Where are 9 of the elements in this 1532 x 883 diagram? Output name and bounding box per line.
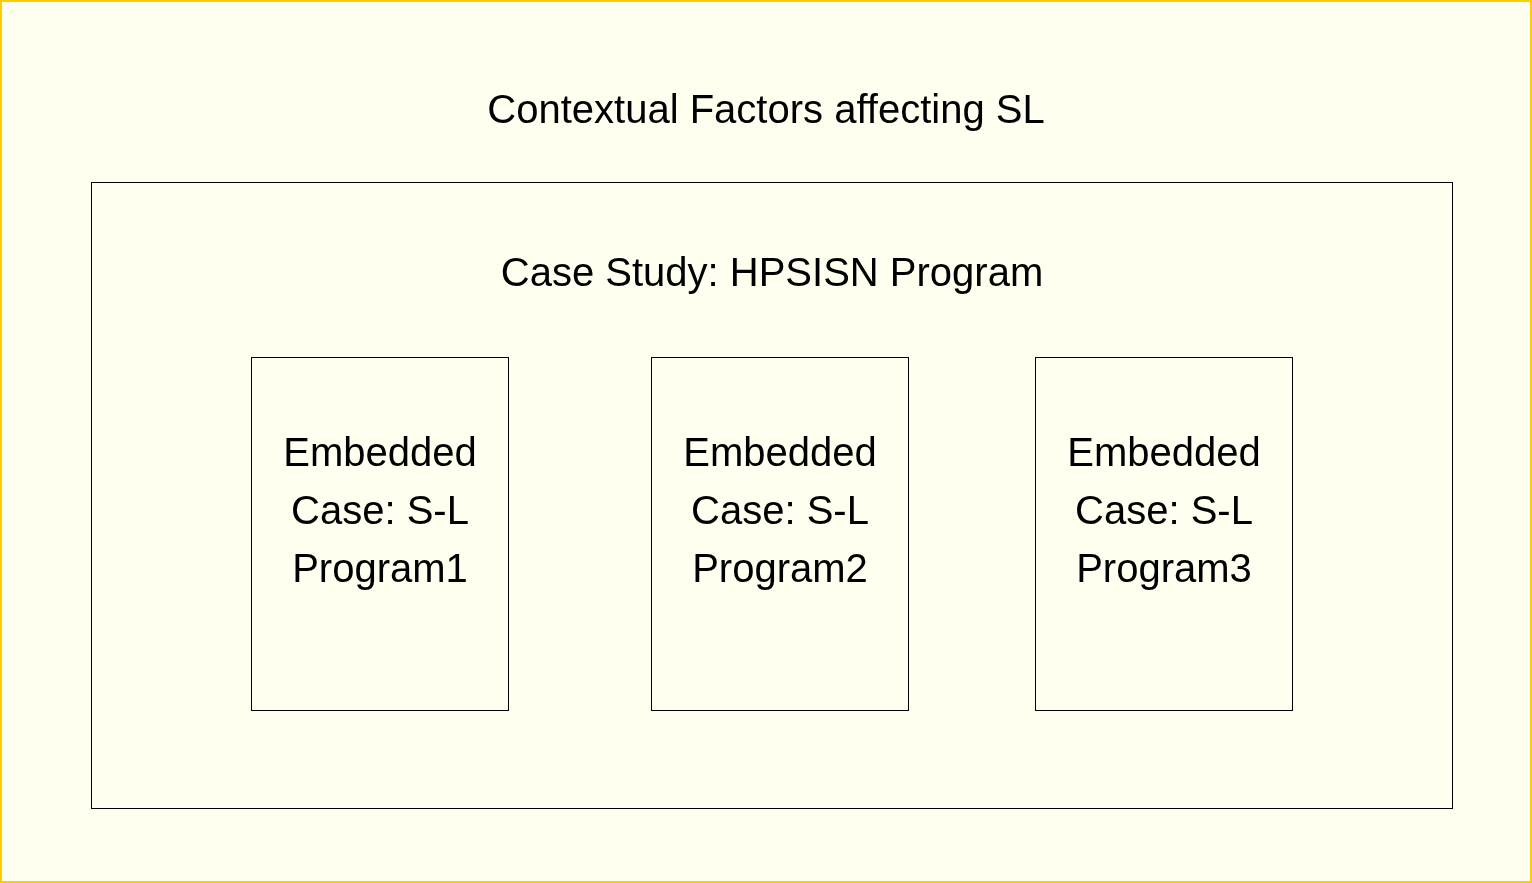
heading-text: Contextual Factors affecting SL (486, 86, 1046, 133)
box-text: Embedded Case: S-L Program3 (1066, 429, 1262, 592)
box-text: Embedded Case: S-L Program1 (282, 429, 478, 592)
box-text: Embedded Case: S-L Program2 (682, 429, 878, 592)
case-box (91, 182, 1453, 809)
embedded-case-box (1035, 357, 1293, 711)
heading-text: Case Study: HPSISN Program (499, 249, 1045, 296)
embedded-case-box (251, 357, 509, 711)
embedded-case-box (651, 357, 909, 711)
